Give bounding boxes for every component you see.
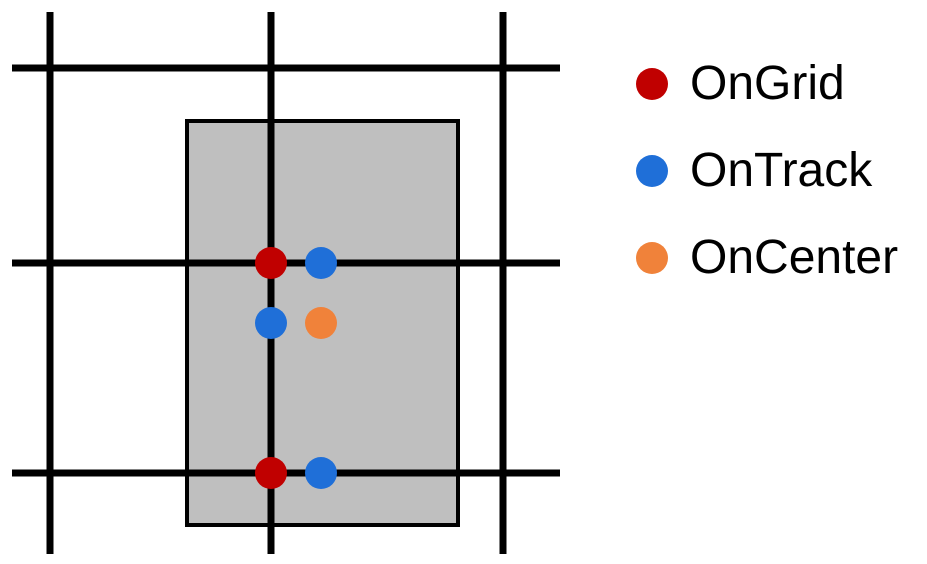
legend-label-ongrid: OnGrid: [690, 56, 845, 110]
legend-dot-oncenter: [636, 241, 668, 274]
point-ongrid-0: [255, 247, 287, 279]
point-ontrack-1: [305, 247, 337, 279]
points-layer: [255, 247, 337, 489]
legend-item-oncenter: OnCenter: [636, 214, 898, 301]
legend-item-ontrack: OnTrack: [636, 127, 898, 214]
legend: OnGrid OnTrack OnCenter: [636, 40, 898, 301]
legend-dot-ontrack: [636, 154, 668, 187]
legend-label-oncenter: OnCenter: [690, 230, 899, 284]
point-oncenter-3: [305, 307, 337, 339]
point-ontrack-5: [305, 457, 337, 489]
point-ongrid-4: [255, 457, 287, 489]
grid-diagram: [12, 12, 560, 554]
point-ontrack-2: [255, 307, 287, 339]
legend-item-ongrid: OnGrid: [636, 40, 898, 127]
legend-dot-ongrid: [636, 67, 668, 100]
legend-label-ontrack: OnTrack: [690, 143, 873, 197]
